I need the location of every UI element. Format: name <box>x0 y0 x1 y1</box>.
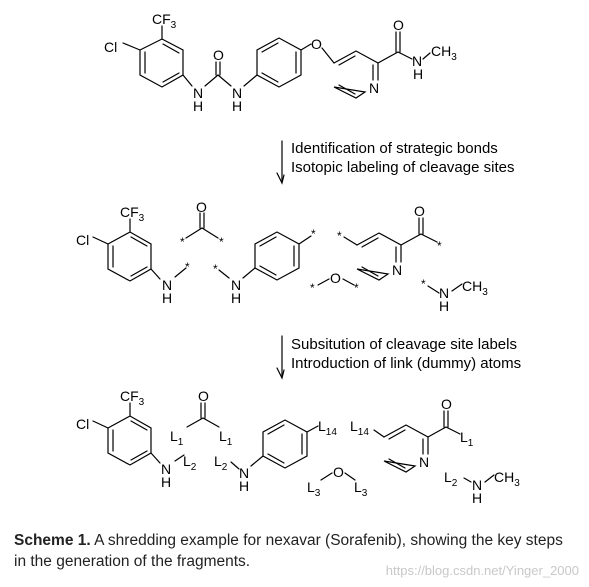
star-label: * <box>337 229 342 243</box>
atom-cf3: CF3 <box>120 388 145 408</box>
caption-label: Scheme 1. <box>14 532 91 549</box>
atom-n: N <box>161 461 171 477</box>
atom-n: N <box>412 53 422 69</box>
star-label: * <box>310 281 315 295</box>
atom-n: N <box>472 477 482 493</box>
star-label: * <box>180 235 185 249</box>
step2-line1: Subsitution of cleavage site labels <box>291 336 517 353</box>
atom-h: H <box>161 474 171 490</box>
atom-o: O <box>414 203 425 219</box>
fragments-labelled <box>92 212 463 294</box>
atom-h: H <box>472 490 482 506</box>
atom-o: O <box>196 199 207 215</box>
molecule-sorafenib <box>122 25 431 99</box>
star-label: * <box>219 235 224 249</box>
atom-cl: Cl <box>76 232 89 248</box>
star-label: * <box>185 260 190 274</box>
star-label: * <box>437 239 442 253</box>
atom-o: O <box>198 388 209 404</box>
atom-o: O <box>311 36 322 52</box>
atom-ch3: CH3 <box>462 278 488 298</box>
atom-cf3: CF3 <box>152 11 177 31</box>
atom-o: O <box>441 396 452 412</box>
atom-h: H <box>193 98 203 114</box>
caption-text: A shredding example for nexavar (Sorafen… <box>14 532 563 570</box>
link-l14: L14 <box>318 418 337 438</box>
atom-o: O <box>330 270 341 286</box>
link-l2: L2 <box>444 469 458 489</box>
atom-h: H <box>439 298 449 314</box>
atom-n: N <box>369 80 379 96</box>
atom-n: N <box>419 454 429 470</box>
atom-o: O <box>213 47 224 63</box>
atom-n: N <box>193 85 203 101</box>
star-label: * <box>354 281 359 295</box>
link-l3: L3 <box>354 479 368 499</box>
star-label: * <box>213 262 218 276</box>
star-label: * <box>311 227 316 241</box>
atom-n: N <box>439 285 449 301</box>
atom-h: H <box>162 290 172 306</box>
link-l2: L2 <box>183 453 197 473</box>
atom-cf3: CF3 <box>120 204 145 224</box>
atom-cl: Cl <box>104 39 117 55</box>
atom-n: N <box>162 277 172 293</box>
atom-ch3: CH3 <box>431 43 457 63</box>
atom-ch3: CH3 <box>494 469 520 489</box>
step2-line2: Introduction of link (dummy) atoms <box>291 355 521 372</box>
atom-cl: Cl <box>76 416 89 432</box>
fragments-link-atoms <box>92 402 495 483</box>
link-l3: L3 <box>307 479 321 499</box>
star-label: * <box>421 277 426 291</box>
step1-line1: Identification of strategic bonds <box>291 140 498 157</box>
atom-n: N <box>231 277 241 293</box>
link-l1: L1 <box>460 429 474 449</box>
atom-o: O <box>393 17 404 33</box>
step1-line2: Isotopic labeling of cleavage sites <box>291 159 514 176</box>
link-l1: L1 <box>170 428 184 448</box>
atom-n: N <box>239 465 249 481</box>
link-l2: L2 <box>214 453 228 473</box>
atom-h: H <box>232 98 242 114</box>
atom-h: H <box>231 290 241 306</box>
atom-h: H <box>239 478 249 494</box>
atom-o: O <box>333 464 344 480</box>
figure-caption: Scheme 1. A shredding example for nexava… <box>14 530 579 572</box>
watermark: https://blog.csdn.net/Yinger_2000 <box>385 563 579 578</box>
link-l14: L14 <box>350 418 369 438</box>
atom-h: H <box>413 66 423 82</box>
reaction-scheme: Cl CF3 N H O N H O N O N H CH3 Cl CF3 N … <box>76 11 521 506</box>
atom-n: N <box>232 85 242 101</box>
atom-n: N <box>392 262 402 278</box>
link-l1: L1 <box>219 428 233 448</box>
